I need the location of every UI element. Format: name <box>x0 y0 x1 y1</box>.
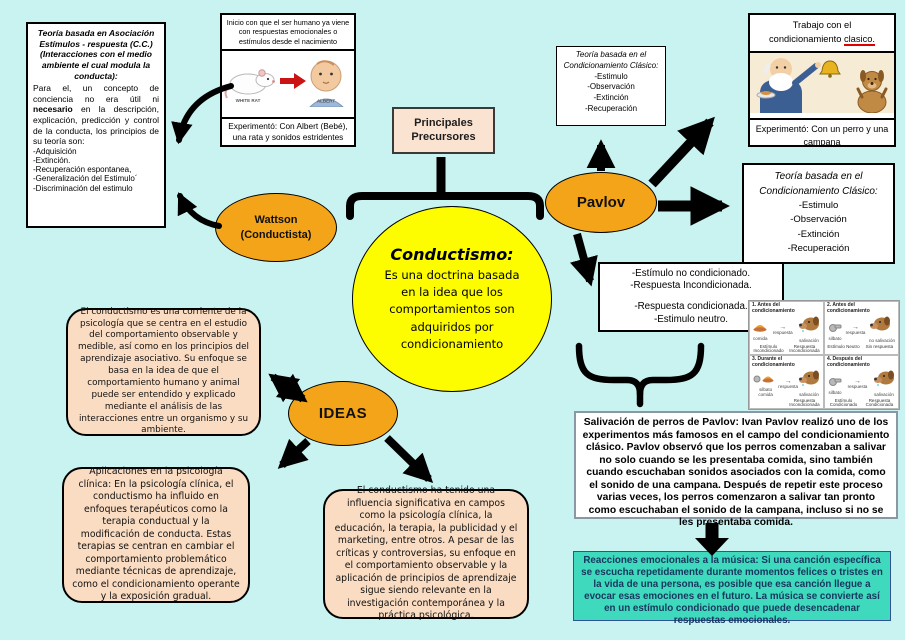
conductismo-body: Es una doctrina basada en la idea que lo… <box>384 267 520 351</box>
conductismo-node: Conductismo: Es una doctrina basada en l… <box>352 206 552 392</box>
pavlov-illustration <box>750 52 894 120</box>
list-item: -Respuesta Incondicionada. <box>630 280 752 292</box>
list-item: -Generalización del Estimulo´ <box>33 174 138 184</box>
list-item: -Respuesta condicionada. <box>634 301 748 313</box>
pavlov-node: Pavlov <box>545 172 657 233</box>
arrow-right-icon: →respuesta <box>778 378 798 389</box>
corriente-box: El conductismo es una corriente de la ps… <box>66 306 261 436</box>
list-item: -Observación <box>587 82 635 92</box>
list-item: -Extinción <box>797 228 840 240</box>
conditioning-panels: 1. Antes del condicionamiento comida →re… <box>748 300 900 410</box>
aplicaciones-box: Aplicaciones en la psicología clínica: E… <box>62 466 250 603</box>
precursores-label: Principales Precursores <box>411 116 476 143</box>
aplicaciones-text: Aplicaciones en la psicología clínica: E… <box>72 466 240 603</box>
right-teoria-title: Teoría basada en el Condicionamiento Clá… <box>759 171 878 197</box>
panel-despues: 4. Después del condicionamiento silbato … <box>824 355 899 409</box>
list-item: -Recuperación <box>787 242 850 254</box>
theory-association-body: Para el, un concepto de conciencia no er… <box>33 83 159 147</box>
brace-to-salivacion-right <box>636 342 705 398</box>
precursores-box: Principales Precursores <box>392 107 495 154</box>
arrow-pavlov-to-work <box>648 116 715 188</box>
albert-experiment-box: Inicio con que el ser humano ya viene co… <box>220 13 356 147</box>
theory-association-title: Teoría basada en Asociación Estímulos - … <box>37 28 155 81</box>
rat-baby-illustration-icon: WHITE RAT ALBERT <box>224 60 345 108</box>
svg-text:WHITE RAT: WHITE RAT <box>236 98 261 103</box>
dog-icon: salivación <box>798 316 820 344</box>
list-item: -Estimulo <box>594 71 628 81</box>
salivacion-box: Salivación de perros de Pavlov: Ivan Pav… <box>574 411 898 528</box>
list-item: -Recuperación <box>584 103 638 113</box>
theory-association-list: -Adquisición -Extinción. -Recuperación e… <box>33 147 159 193</box>
list-item: -Estimulo <box>798 200 839 211</box>
dog-icon: salivación <box>873 370 895 398</box>
ideas-node: IDEAS <box>288 381 398 446</box>
theory-association-box: Teoría basada en Asociación Estímulos - … <box>26 22 166 228</box>
misspelled-word: clasico. <box>843 33 875 46</box>
arrow-right-icon: →respuesta <box>772 324 793 335</box>
list-item: -Estímulo no condicionado. <box>631 268 751 279</box>
reacciones-box: Reacciones emocionales a la música: Si u… <box>573 551 891 626</box>
wattson-node: Wattson (Conductista) <box>215 193 337 262</box>
list-item: -Discriminación del estimulo <box>33 183 133 193</box>
panel-durante: 3. Durante el condicionamiento silbato c… <box>749 355 824 409</box>
estimulo-box: -Estímulo no condicionado. -Respuesta In… <box>598 262 784 332</box>
reacciones-text: Reacciones emocionales a la música: Si u… <box>581 555 883 626</box>
conductismo-title: Conductismo: <box>390 244 514 264</box>
influencia-text: El conductismo ha tenido una influencia … <box>334 485 518 622</box>
food-icon: comida <box>753 319 768 342</box>
list-item: -Extinción <box>593 93 629 103</box>
pavlov-work-header: Trabajo con el condicionamiento clasico. <box>750 15 894 53</box>
brace-to-salivacion <box>575 342 644 408</box>
right-teoria-box: Teoría basada en el Condicionamiento Clá… <box>742 163 895 264</box>
salivacion-text: Salivación de perros de Pavlov: Ivan Pav… <box>582 417 890 529</box>
top-teoria-title: Teoría basada en el Condicionamiento Clá… <box>563 50 659 70</box>
arrow-pavlov-to-estimulo <box>569 232 598 287</box>
whistle-icon: silbato <box>828 373 842 396</box>
arrow-right-icon: →respuesta <box>847 378 868 389</box>
pavlov-work-box: Trabajo con el condicionamiento clasico. <box>748 13 896 147</box>
list-item: -Recuperación espontanea, <box>33 165 132 175</box>
arrow-wattson-to-theory <box>177 192 222 229</box>
list-item: -Adquisición <box>33 146 77 156</box>
albert-footer: Experimentó: Con Albert (Bebé), una rata… <box>228 120 348 142</box>
albert-header: Inicio con que el ser humano ya viene co… <box>222 15 354 52</box>
panel-antes-2: 2. Antes del condicionamiento silbato →r… <box>824 301 899 355</box>
arrow-right-icon: →respuesta <box>845 324 866 335</box>
list-item: -Estimulo neutro. <box>653 313 729 325</box>
pavlov-work-footer: Experimentó: Con un perro y una campana <box>755 123 889 148</box>
whistle-food-icon: silbato comida <box>753 370 778 397</box>
albert-illustration: WHITE RAT ALBERT <box>222 51 354 119</box>
pavlov-dog-bell-illustration-icon <box>750 52 894 114</box>
list-item: -Extinción. <box>33 156 71 166</box>
influencia-box: El conductismo ha tenido una influencia … <box>323 485 529 621</box>
arrow-ideas-to-aplicaciones <box>277 438 311 469</box>
dog-icon: no salivación <box>869 316 895 344</box>
corriente-text: El conductismo es una corriente de la ps… <box>78 306 249 436</box>
whistle-icon: silbato <box>828 319 842 342</box>
dog-icon: salivación <box>798 370 820 398</box>
svg-text:ALBERT: ALBERT <box>317 99 335 104</box>
list-item: -Observación <box>790 214 847 226</box>
top-teoria-box: Teoría basada en el Condicionamiento Clá… <box>556 46 666 126</box>
arrow-ideas-to-influencia <box>384 435 434 484</box>
panel-antes-1: 1. Antes del condicionamiento comida →re… <box>749 301 824 355</box>
